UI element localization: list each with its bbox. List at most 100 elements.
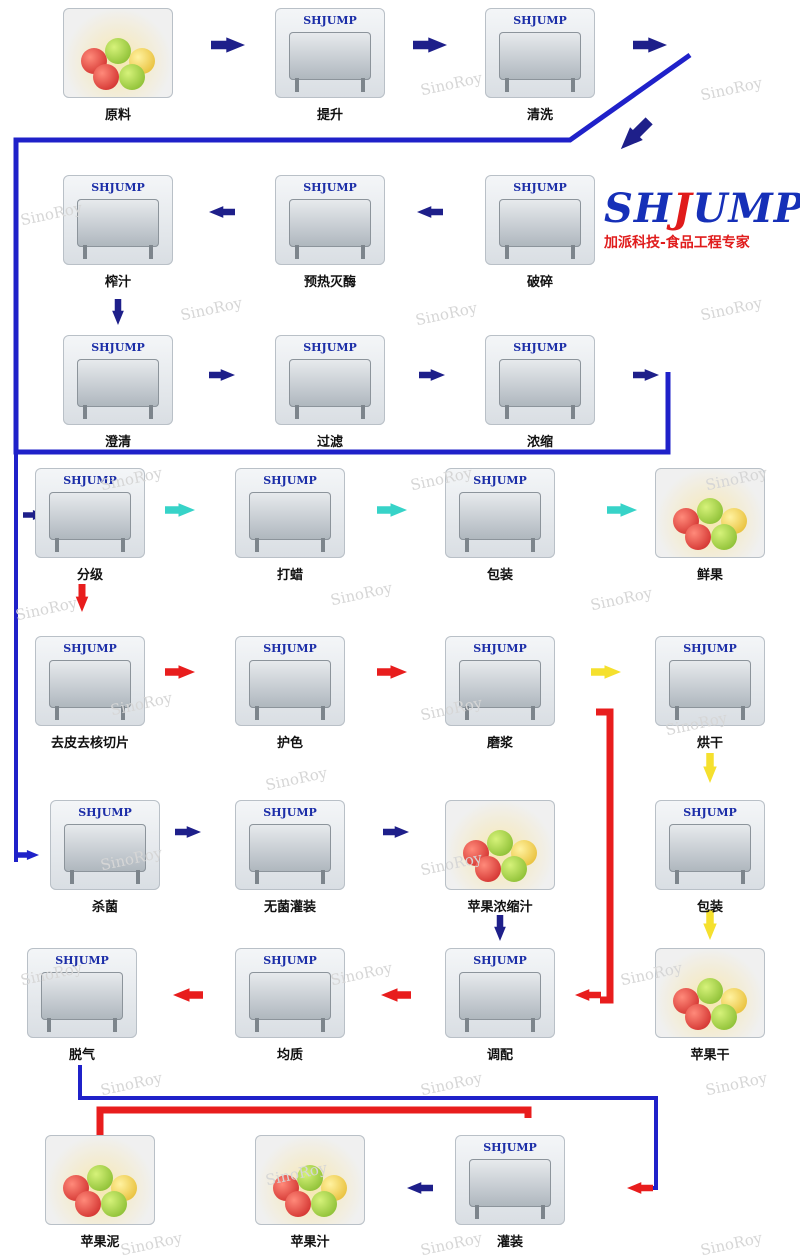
machine-body <box>249 972 331 1020</box>
arrow-shape <box>620 117 653 150</box>
produce-icon <box>93 64 119 90</box>
bottle-filler-icon: SHJUMP <box>455 1135 565 1225</box>
arrow-sterilize-to-aseptic <box>175 826 201 838</box>
machine-body <box>499 359 581 407</box>
connector-line-red-right <box>596 708 614 1004</box>
logo-wordmark: SHJUMP <box>604 185 800 232</box>
machine-body <box>249 492 331 540</box>
arrow-press-to-clarify <box>112 299 124 325</box>
machine-leg <box>571 78 575 92</box>
step-label: 苹果干 <box>690 1048 730 1063</box>
arrow-shape <box>381 988 411 1002</box>
machine-leg <box>55 538 59 552</box>
machine-leg <box>113 1018 117 1032</box>
machine-leg <box>465 1018 469 1032</box>
tank-icon: SHJUMP <box>63 335 173 425</box>
machine-brand-mark: SHJUMP <box>55 954 109 967</box>
fruit-box-icon <box>655 468 765 558</box>
arrow-shape <box>627 1182 653 1194</box>
produce-icon <box>311 1191 337 1217</box>
step-label: 苹果泥 <box>80 1235 120 1250</box>
step-chips: 苹果干 <box>645 948 775 1068</box>
arrow-shape <box>75 584 89 612</box>
arrow-shape <box>165 665 195 679</box>
juice-bottles-icon <box>445 800 555 890</box>
arrow-shape <box>377 503 407 517</box>
crusher-icon: SHJUMP <box>485 175 595 265</box>
step-label: 破碎 <box>526 275 553 290</box>
step-label: 包装 <box>696 900 723 915</box>
machine-brand-mark: SHJUMP <box>263 954 317 967</box>
arrow-shape <box>633 37 667 53</box>
machine-brand-mark: SHJUMP <box>513 181 567 194</box>
produce-icon <box>685 1004 711 1030</box>
step-wash: SHJUMP 清洗 <box>475 8 605 128</box>
machine-body <box>499 199 581 247</box>
step-label: 榨汁 <box>104 275 131 290</box>
step-pack2: SHJUMP 包装 <box>645 800 775 920</box>
arrow-shape <box>633 369 659 381</box>
step-fresh: 鲜果 <box>645 468 775 588</box>
machine-leg <box>571 245 575 259</box>
step-label: 提升 <box>316 108 343 123</box>
machine-brand-mark: SHJUMP <box>683 806 737 819</box>
machine-leg <box>541 1205 545 1219</box>
step-label: 澄清 <box>104 435 131 450</box>
machine-brand-mark: SHJUMP <box>63 474 117 487</box>
arrow-shape <box>407 1182 433 1194</box>
machine-brand-mark: SHJUMP <box>263 474 317 487</box>
machine-body <box>289 359 371 407</box>
flow-wrapper-icon: SHJUMP <box>655 800 765 890</box>
arrow-clarify-to-filter <box>209 369 235 381</box>
arrow-peel-to-color <box>165 665 195 679</box>
apple-chips-icon <box>655 948 765 1038</box>
connector-lines <box>13 52 692 1190</box>
arrow-shape <box>377 665 407 679</box>
aseptic-filler-icon: SHJUMP <box>235 800 345 890</box>
machine-leg <box>571 405 575 419</box>
machine-leg <box>295 245 299 259</box>
membrane-filter-icon: SHJUMP <box>275 335 385 425</box>
machine-leg <box>741 706 745 720</box>
arrow-concentrate-juice-to-blend <box>494 915 506 941</box>
arrow-shape <box>112 299 124 325</box>
belt-press-icon: SHJUMP <box>63 175 173 265</box>
machine-brand-mark: SHJUMP <box>513 14 567 27</box>
arrow-dry-to-pack <box>703 753 717 783</box>
machine-body <box>459 972 541 1020</box>
arrow-shape <box>607 503 637 517</box>
blending-tank-icon: SHJUMP <box>445 948 555 1038</box>
machine-brand-mark: SHJUMP <box>303 341 357 354</box>
arrow-shape <box>703 753 717 783</box>
machine-leg <box>531 538 535 552</box>
step-label: 鲜果 <box>696 568 723 583</box>
step-label: 清洗 <box>526 108 553 123</box>
produce-icon <box>487 830 513 856</box>
arrow-pack-to-fresh <box>607 503 637 517</box>
arrow-shape <box>494 915 506 941</box>
produce-icon <box>685 524 711 550</box>
step-clarify: SHJUMP 澄清 <box>53 335 183 455</box>
connector-line-red-bottom <box>96 1106 532 1135</box>
machine-leg <box>675 706 679 720</box>
flow-wrapper-icon: SHJUMP <box>445 468 555 558</box>
apple-basket-icon <box>63 8 173 98</box>
arrow-pack-to-chips <box>703 910 717 940</box>
arrow-shape <box>591 665 621 679</box>
machine-leg <box>475 1205 479 1219</box>
arrow-shape <box>417 206 443 218</box>
machine-brand-mark: SHJUMP <box>303 14 357 27</box>
arrow-shape <box>413 37 447 53</box>
machine-leg <box>83 405 87 419</box>
flow-arrows <box>17 37 717 1194</box>
step-label: 护色 <box>276 736 303 751</box>
arrow-shape <box>575 989 601 1001</box>
